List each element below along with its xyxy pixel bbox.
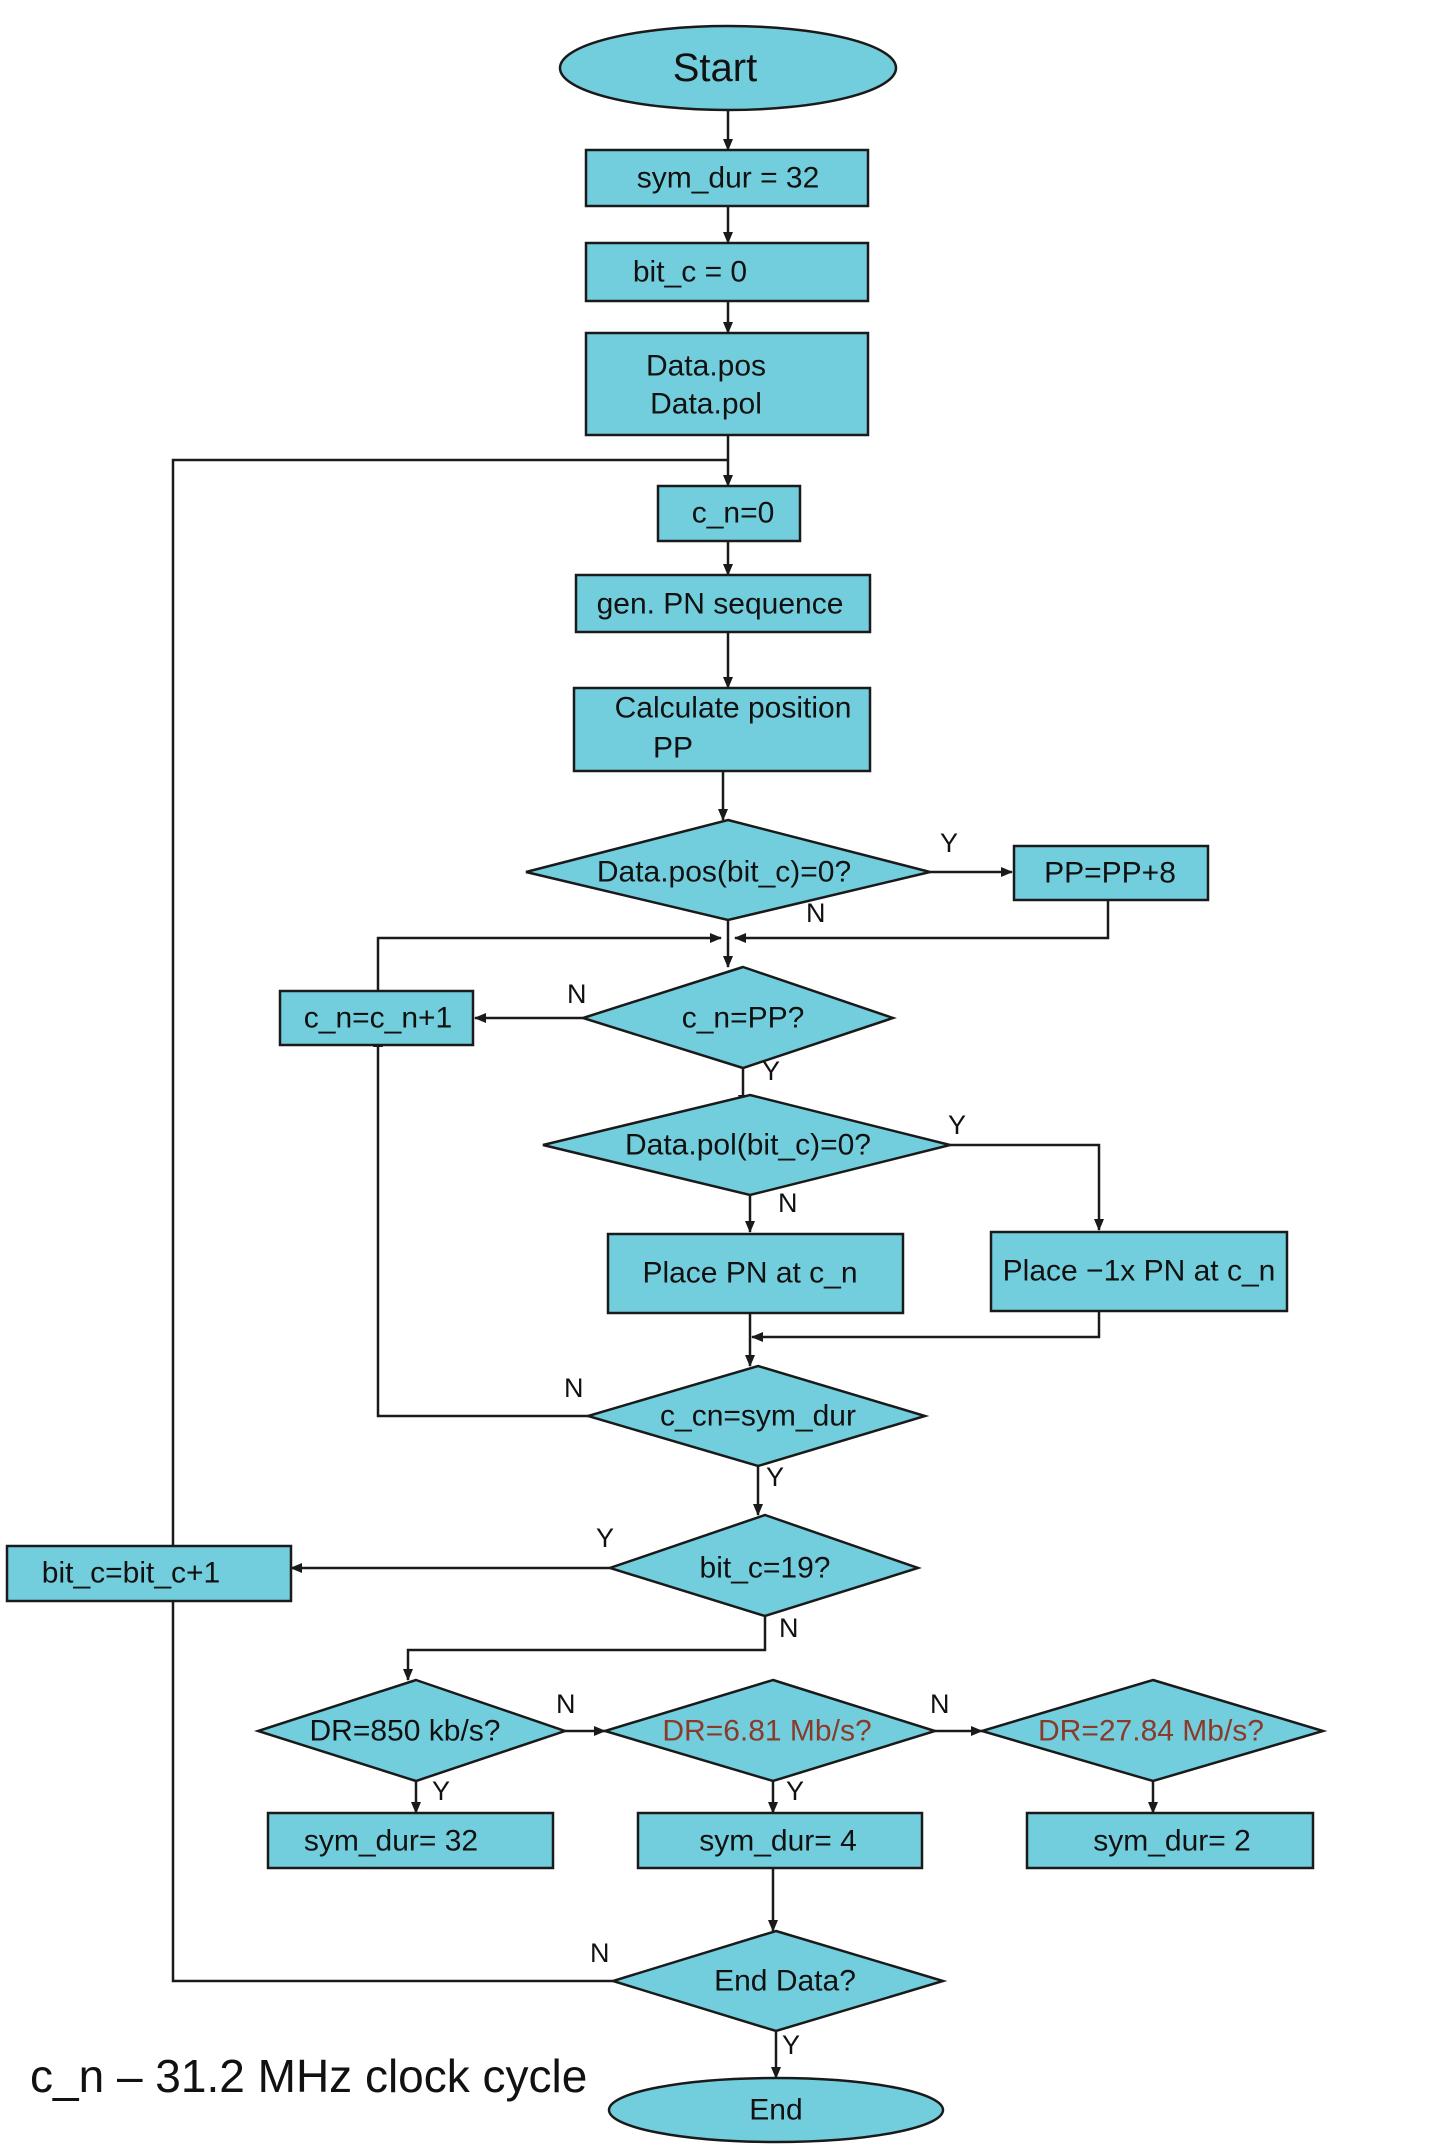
branch-no-d-cnpp: N: [567, 979, 587, 1009]
sym-init-box: sym_dur = 32: [584, 148, 870, 208]
footnote: c_n – 31.2 MHz clock cycle: [30, 2050, 587, 2102]
place-pn-box: Place PN at c_n: [606, 1232, 905, 1315]
sym32-label: sym_dur= 32: [304, 1825, 478, 1858]
d-bit-decision: bit_c=19?: [605, 1513, 922, 1618]
sym2-box: sym_dur= 2: [1025, 1811, 1315, 1870]
d-dr3-decision: DR=27.84 Mb/s?: [977, 1678, 1328, 1783]
sym4-label: sym_dur= 4: [699, 1825, 857, 1858]
branch-no-d-pol: N: [778, 1188, 798, 1218]
cn-inc-box: c_n=c_n+1: [278, 989, 475, 1047]
d-dr2-decision: DR=6.81 Mb/s?: [600, 1678, 940, 1783]
branch-yes-d-cn: Y: [766, 1462, 784, 1492]
d-bit-label: bit_c=19?: [700, 1552, 831, 1585]
branch-no-d-pos: N: [806, 898, 826, 928]
edge-d-end-no-loop: [171, 1590, 613, 1983]
data-box: Data.pos Data.pol: [584, 331, 870, 437]
d-cn-decision: c_cn=sym_dur: [583, 1364, 930, 1468]
d-dr3-label: DR=27.84 Mb/s?: [1038, 1715, 1264, 1748]
d-cnpp-label: c_n=PP?: [682, 1002, 805, 1035]
branch-yes-d-pol: Y: [948, 1110, 966, 1140]
sym4-box: sym_dur= 4: [636, 1811, 924, 1870]
gen-pn-label: gen. PN sequence: [597, 588, 844, 621]
start-label: Start: [673, 46, 757, 90]
bit-init-label: bit_c = 0: [633, 256, 747, 289]
edge-pp-add-to-merge: [734, 900, 1110, 943]
branch-no-d-dr1: N: [556, 1689, 576, 1719]
branch-yes-d-pos: Y: [940, 828, 958, 858]
d-pos-decision: Data.pos(bit_c)=0?: [525, 818, 931, 922]
edge-d-pol-yes-to-place-neg: [950, 1143, 1104, 1231]
place-neg-label: Place −1x PN at c_n: [1003, 1255, 1276, 1288]
d-dr1-decision: DR=850 kb/s?: [253, 1678, 569, 1783]
end-node: End: [607, 2076, 945, 2144]
calc-box: Calculate position PP: [572, 686, 872, 773]
d-cnpp-decision: c_n=PP?: [578, 965, 897, 1070]
data-pos-label: Data.pos: [646, 350, 766, 383]
cn-inc-label: c_n=c_n+1: [304, 1002, 452, 1035]
branch-yes-d-end: Y: [782, 2030, 800, 2060]
calc-label-2: PP: [653, 732, 693, 765]
branch-no-d-end: N: [590, 1938, 610, 1968]
d-dr2-label: DR=6.81 Mb/s?: [662, 1715, 871, 1748]
start-node: Start: [558, 24, 898, 112]
nodes: Start sym_dur = 32 bit_c = 0 Data.pos Da…: [5, 24, 1328, 2144]
bit-inc-label: bit_c=bit_c+1: [42, 1557, 220, 1590]
branch-yes-d-dr1: Y: [432, 1776, 450, 1806]
d-cn-label: c_cn=sym_dur: [660, 1400, 856, 1433]
branch-yes-d-cnpp: Y: [762, 1056, 780, 1086]
branch-yes-d-bit: Y: [596, 1523, 614, 1553]
edge-bit-inc-loop-to-cn-init: [171, 458, 728, 1546]
bit-inc-box: bit_c=bit_c+1: [5, 1544, 293, 1603]
d-pol-decision: Data.pol(bit_c)=0?: [542, 1093, 951, 1197]
branch-no-d-cn: N: [564, 1373, 584, 1403]
place-pn-label: Place PN at c_n: [642, 1257, 857, 1290]
data-pol-label: Data.pol: [650, 388, 762, 421]
d-pol-label: Data.pol(bit_c)=0?: [625, 1129, 871, 1162]
place-neg-box: Place −1x PN at c_n: [989, 1230, 1289, 1313]
branch-no-d-bit: N: [779, 1613, 799, 1643]
d-end-label: End Data?: [714, 1965, 856, 1998]
edge-d-bit-no-to-d-dr1: [403, 1616, 767, 1681]
sym2-label: sym_dur= 2: [1093, 1825, 1251, 1858]
gen-pn-box: gen. PN sequence: [574, 573, 872, 634]
branch-labels: Y N N Y Y N N Y Y N N Y N Y N Y: [432, 828, 966, 2060]
edge-d-cn-no-loop-to-cn-inc: [373, 1035, 588, 1418]
edges: [171, 110, 1158, 2079]
edge-place-neg-to-merge: [751, 1311, 1101, 1342]
d-end-decision: End Data?: [608, 1929, 948, 2033]
branch-no-d-dr2: N: [930, 1689, 950, 1719]
edge-cn-inc-loop-to-merge: [376, 933, 722, 1000]
d-dr1-label: DR=850 kb/s?: [310, 1715, 501, 1748]
cn-init-box: c_n=0: [656, 484, 802, 543]
branch-yes-d-dr2: Y: [786, 1776, 804, 1806]
end-label: End: [749, 2094, 802, 2127]
sym32-box: sym_dur= 32: [266, 1811, 555, 1870]
pp-add-label: PP=PP+8: [1044, 857, 1176, 890]
cn-init-label: c_n=0: [692, 497, 775, 530]
pp-add-box: PP=PP+8: [1012, 844, 1210, 902]
calc-label-1: Calculate position: [615, 692, 852, 725]
sym-init-label: sym_dur = 32: [637, 162, 820, 195]
bit-init-box: bit_c = 0: [584, 241, 870, 303]
d-pos-label: Data.pos(bit_c)=0?: [597, 856, 851, 889]
